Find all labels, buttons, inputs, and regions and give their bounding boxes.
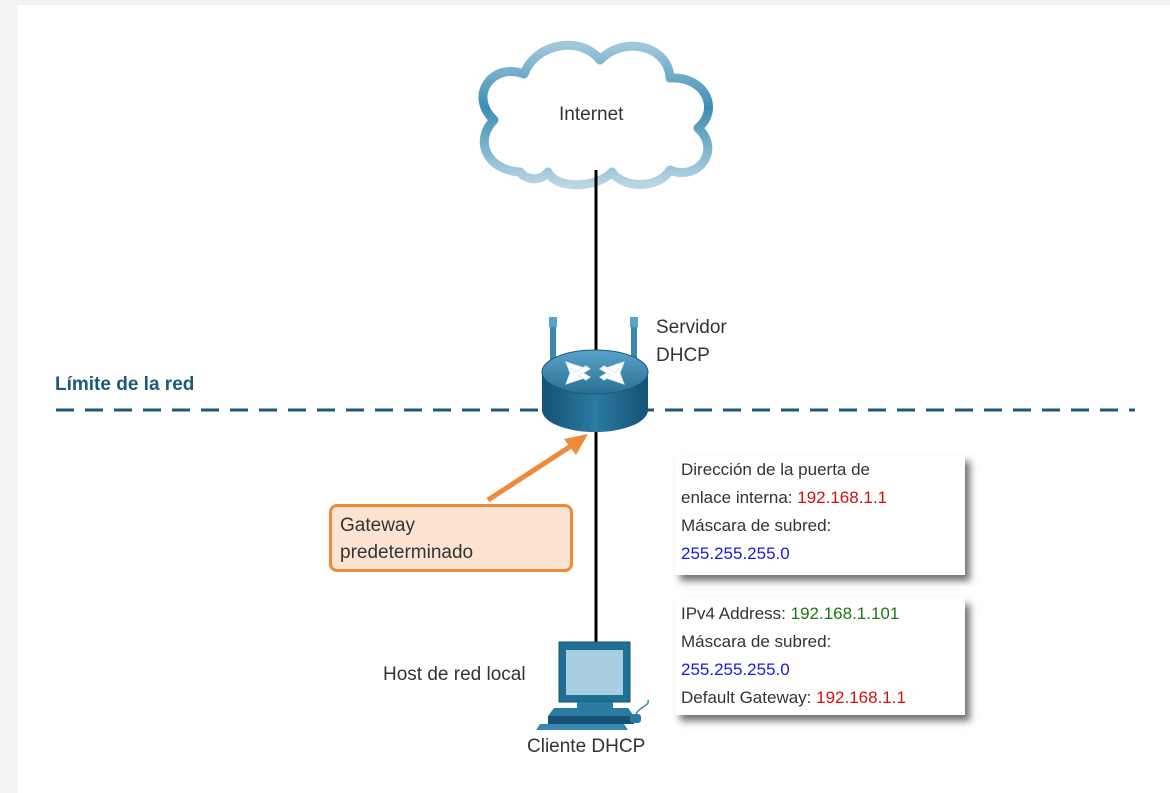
client-ipv4-label: IPv4 Address: [681,604,791,623]
gateway-mask-label: Máscara de subred: [681,516,832,535]
gateway-ip: 192.168.1.1 [797,488,888,507]
gateway-info-box: Dirección de la puerta de enlace interna… [675,455,965,575]
gateway-info-line2: enlace interna: 192.168.1.1 [681,484,965,512]
host-label: Host de red local [383,664,526,685]
gateway-info-prefix: enlace interna: [681,488,798,507]
gateway-info-line1: Dirección de la puerta de [681,460,871,479]
computer-icon [536,641,649,730]
client-info-box: IPv4 Address: 192.168.1.101 Máscara de s… [675,598,965,715]
callout-line2: predeterminado [340,542,474,563]
router-label-line1: Servidor [656,317,727,338]
router-icon [541,317,649,432]
client-gateway-label: Default Gateway: [681,688,817,707]
router-label-line2: DHCP [656,345,710,366]
gateway-arrow [486,434,588,503]
network-boundary-label: Límite de la red [55,374,195,395]
client-ipv4-line: IPv4 Address: 192.168.1.101 [681,600,965,628]
gateway-mask-value: 255.255.255.0 [681,544,790,563]
default-gateway-callout: Gateway predeterminado [329,504,573,572]
internet-label: Internet [559,104,624,125]
client-gateway-value: 192.168.1.1 [816,688,906,707]
client-mask-value: 255.255.255.0 [681,660,790,679]
dhcp-client-label: Cliente DHCP [527,736,646,757]
client-mask-label: Máscara de subred: [681,632,832,651]
client-gateway-line: Default Gateway: 192.168.1.1 [681,684,965,712]
callout-line1: Gateway [340,515,415,536]
client-ipv4-value: 192.168.1.101 [790,604,900,623]
